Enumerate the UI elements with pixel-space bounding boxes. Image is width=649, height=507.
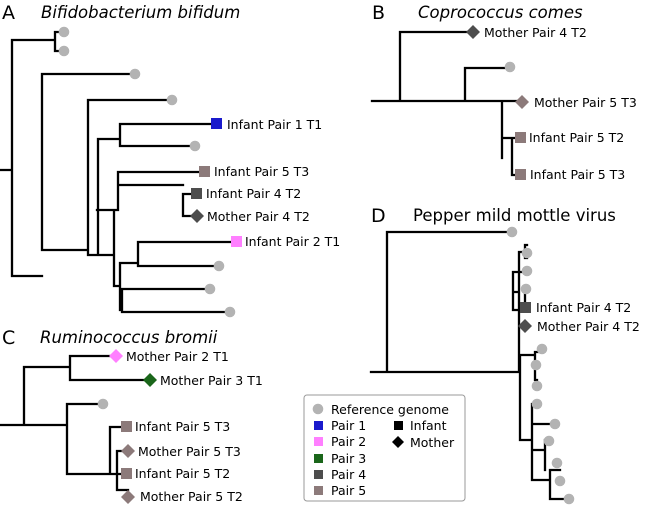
legend-pair1-marker	[314, 421, 323, 430]
infant-pair5-tip	[199, 166, 210, 177]
legend-mother-label: Mother	[410, 435, 455, 450]
reference-genome-tip	[521, 247, 533, 259]
legend-pair4-label: Pair 4	[331, 467, 366, 482]
reference-genome-tip	[554, 475, 566, 487]
legend-infant-label: Infant	[410, 418, 447, 433]
panel-b-tree	[370, 30, 524, 177]
mother-pair5-tip	[121, 444, 135, 458]
panel-d-title: Pepper mild mottle virus	[413, 206, 616, 225]
reference-genome-tip	[166, 94, 178, 106]
leaf-label: Infant Pair 1 T1	[227, 117, 322, 132]
legend-pair3-marker	[314, 454, 323, 463]
reference-genome-tip	[58, 45, 70, 57]
legend-frame	[303, 394, 466, 502]
leaf-label: Infant Pair 5 T2	[135, 466, 230, 481]
infant-pair5-tip	[515, 132, 526, 143]
reference-genome-tip	[531, 398, 543, 410]
panel-c-tips	[97, 349, 157, 504]
legend-infant-marker	[394, 421, 403, 430]
reference-genome-tip	[97, 398, 109, 410]
panel-b-title: Coprococcus comes	[418, 3, 583, 22]
panel-a-title: Bifidobacterium bifidum	[41, 3, 240, 22]
infant-pair5-tip	[515, 169, 526, 180]
leaf-label: Infant Pair 5 T3	[214, 164, 309, 179]
leaf-label: Mother Pair 5 T3	[534, 95, 637, 110]
reference-genome-tip	[521, 265, 533, 277]
infant-pair4-tip	[191, 188, 202, 199]
leaf-label: Mother Pair 3 T1	[160, 373, 263, 388]
legend-mother-marker	[392, 436, 404, 448]
reference-genome-tip	[213, 260, 225, 272]
reference-genome-tip	[58, 26, 70, 38]
infant-pair5-tip	[121, 468, 132, 479]
mother-pair4-tip	[190, 209, 204, 223]
panel-a: A Bifidobacterium bifidum Infant Pair 1 …	[0, 2, 340, 318]
panel-b-letter: B	[372, 2, 385, 24]
reference-genome-tip	[224, 306, 236, 318]
legend-pair2-label: Pair 2	[331, 434, 366, 449]
panel-d-tips	[506, 226, 575, 505]
leaf-label: Infant Pair 5 T3	[135, 419, 230, 434]
panel-a-letter: A	[2, 2, 15, 24]
panel-b-tips	[466, 25, 529, 180]
legend-reference-label: Reference genome	[331, 402, 449, 417]
leaf-label: Mother Pair 2 T1	[126, 349, 229, 364]
reference-genome-tip	[531, 380, 543, 392]
reference-genome-tip	[536, 343, 548, 355]
leaf-label: Mother Pair 4 T2	[537, 319, 640, 334]
reference-genome-tip	[204, 283, 216, 295]
legend-pair2-marker	[314, 437, 323, 446]
panel-c: C Ruminococcus bromii Mother Pair 2 T1 M…	[0, 327, 263, 504]
infant-pair5-tip	[121, 421, 132, 432]
leaf-label: Mother Pair 4 T2	[207, 209, 310, 224]
mother-pair5-tip	[121, 490, 135, 504]
infant-pair2-tip	[231, 236, 242, 247]
legend-reference-marker	[312, 403, 324, 415]
leaf-label: Mother Pair 5 T2	[140, 489, 243, 504]
leaf-label: Infant Pair 5 T2	[529, 130, 624, 145]
panel-d-letter: D	[371, 205, 386, 227]
reference-genome-tip	[563, 493, 575, 505]
legend: Reference genome Pair 1 Pair 2 Pair 3 Pa…	[303, 394, 466, 502]
reference-genome-tip	[543, 435, 555, 447]
reference-genome-tip	[520, 283, 532, 295]
leaf-label: Infant Pair 4 T2	[206, 186, 301, 201]
legend-pair3-label: Pair 3	[331, 451, 366, 466]
panel-d: D Pepper mild mottle virus Infant Pair 4…	[369, 205, 640, 505]
leaf-label: Infant Pair 2 T1	[245, 234, 340, 249]
reference-genome-tip	[504, 61, 516, 73]
leaf-label: Mother Pair 5 T3	[138, 444, 241, 459]
reference-genome-tip	[506, 226, 518, 238]
leaf-label: Infant Pair 4 T2	[536, 300, 631, 315]
legend-pair5-marker	[314, 486, 323, 495]
legend-pair4-marker	[314, 470, 323, 479]
reference-genome-tip	[189, 140, 201, 152]
mother-pair3-tip	[143, 373, 157, 387]
reference-genome-tip	[129, 68, 141, 80]
reference-genome-tip	[530, 359, 542, 371]
legend-pair5-label: Pair 5	[331, 483, 366, 498]
panel-c-title: Ruminococcus bromii	[40, 328, 218, 347]
legend-pair1-label: Pair 1	[331, 418, 366, 433]
mother-pair2-tip	[109, 349, 123, 363]
panel-b: B Coprococcus comes Mother Pair 4 T2 Mot…	[370, 2, 637, 182]
infant-pair1-tip	[211, 118, 222, 129]
mother-pair5-tip	[515, 95, 529, 109]
infant-pair4-tip	[520, 302, 531, 313]
reference-genome-tip	[551, 457, 563, 469]
leaf-label: Infant Pair 5 T3	[530, 167, 625, 182]
reference-genome-tip	[549, 418, 561, 430]
mother-pair4-tip	[518, 319, 532, 333]
panel-a-tips	[58, 26, 242, 318]
leaf-label: Mother Pair 4 T2	[484, 25, 587, 40]
mother-pair4-tip	[466, 25, 480, 39]
tree-branch	[370, 30, 524, 177]
panel-c-letter: C	[2, 327, 15, 349]
